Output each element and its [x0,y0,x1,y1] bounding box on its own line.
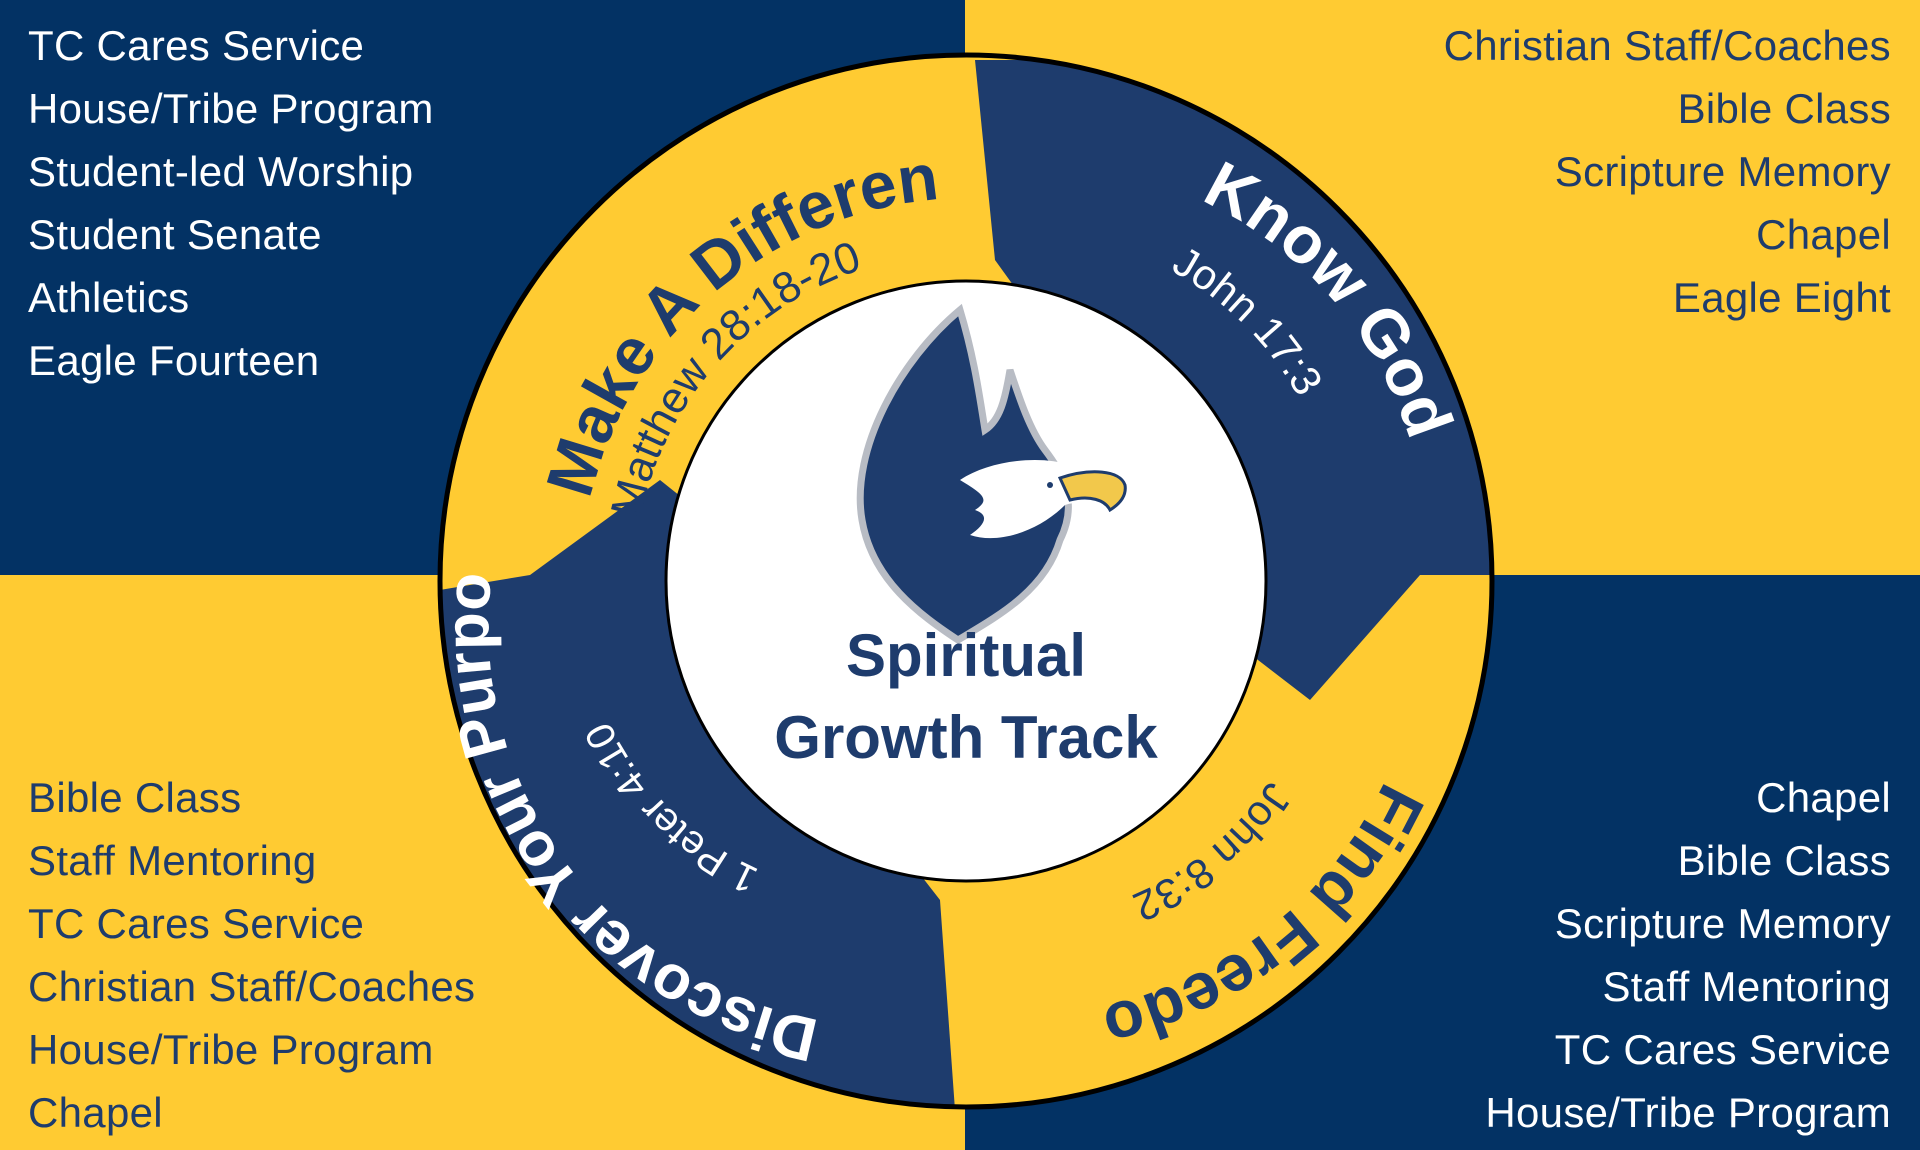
list-item: Chapel [28,1089,163,1136]
list-top-right: Christian Staff/Coaches Bible Class Scri… [1444,14,1891,329]
list-item: Athletics [28,274,190,321]
list-item: Eagle Fourteen [28,337,320,384]
list-item: House/Tribe Program [1485,1089,1891,1136]
center-title: Spiritual Growth Track [666,615,1266,779]
list-top-left: TC Cares Service House/Tribe Program Stu… [28,14,434,392]
list-item: Staff Mentoring [28,837,317,884]
center-title-line1: Spiritual [845,622,1087,689]
list-item: Chapel [1756,211,1891,258]
list-item: Christian Staff/Coaches [1443,22,1891,69]
list-item: Scripture Memory [1554,900,1891,947]
list-item: Chapel [1756,774,1891,821]
list-item: Bible Class [1677,837,1891,884]
list-item: House/Tribe Program [28,1026,434,1073]
list-item: Student-led Worship [28,148,414,195]
list-item: Christian Staff/Coaches [28,963,476,1010]
list-item: Student Senate [28,211,322,258]
list-item: TC Cares Service [28,22,365,69]
list-item: Eagle Eight [1672,274,1891,321]
list-item: TC Cares Service [28,900,365,947]
list-item: House/Tribe Program [28,85,434,132]
ring-outline [437,52,1495,1110]
list-item: TC Cares Service [1554,1026,1891,1073]
eagle-logo-icon [856,303,1127,645]
list-item: Staff Mentoring [1602,963,1891,1010]
list-item: Scripture Memory [1554,148,1891,195]
list-bottom-right: Chapel Bible Class Scripture Memory Staf… [1485,766,1891,1144]
list-item: Bible Class [28,774,242,821]
list-bottom-left: Bible Class Staff Mentoring TC Cares Ser… [28,766,475,1144]
list-item: Bible Class [1677,85,1891,132]
center-title-line2: Growth Track [774,704,1158,771]
